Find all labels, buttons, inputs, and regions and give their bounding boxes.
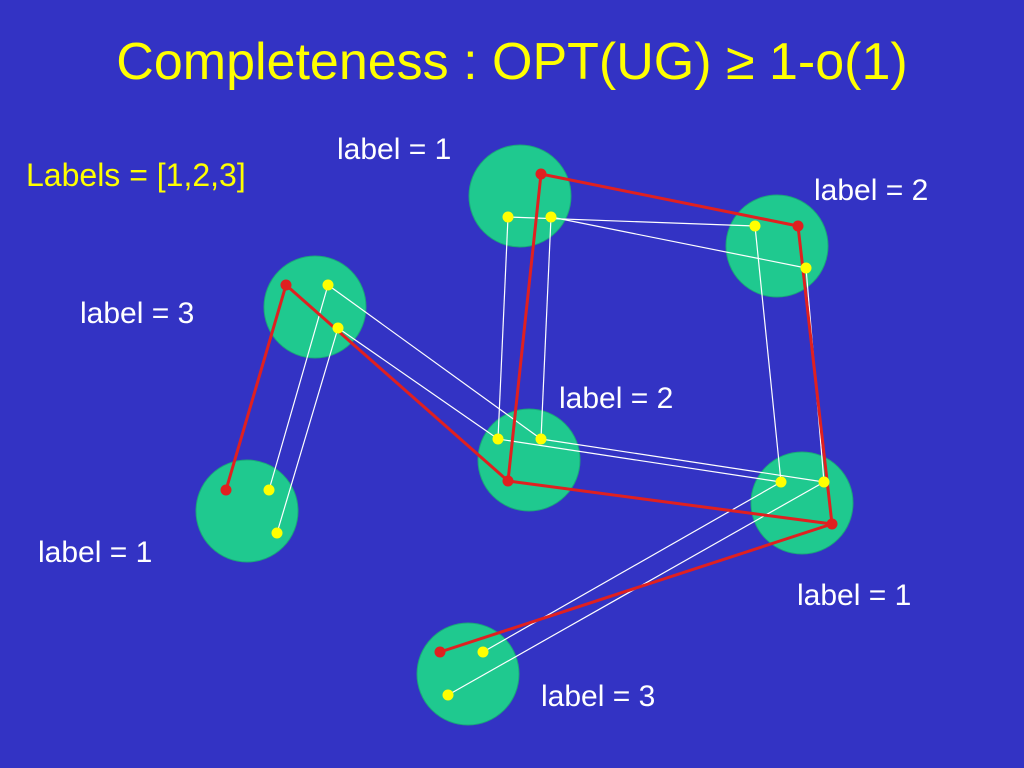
label-point [332, 322, 344, 334]
vertex-label-left: label = 3 [80, 297, 195, 330]
label-point [477, 646, 489, 658]
constraint-edge [276, 327, 339, 534]
assignment-edge [539, 172, 800, 228]
constraint-edge [337, 327, 499, 440]
slide-title: Completeness : OPT(UG) ≥ 1-o(1) [116, 33, 908, 91]
vertex-label-bottom: label = 3 [541, 680, 656, 713]
label-point [271, 527, 283, 539]
selected-point [220, 484, 232, 496]
label-point [535, 433, 547, 445]
label-points [220, 168, 838, 701]
vertex-circle-bottom-left [195, 459, 299, 563]
vertex-label-top-center: label = 1 [337, 133, 452, 166]
vertex-label-bottom-left: label = 1 [38, 536, 153, 569]
vertex-circle-bottom [416, 622, 520, 726]
constraint-edge [497, 438, 782, 483]
vertex-circle-center [477, 408, 581, 512]
constraint-edge [540, 438, 825, 483]
selected-point [535, 168, 547, 180]
assignment-edge [506, 172, 543, 483]
vertex-label-right: label = 1 [797, 579, 912, 612]
constraint-edge [754, 225, 782, 483]
label-point [442, 689, 454, 701]
label-point [775, 476, 787, 488]
label-point [263, 484, 275, 496]
label-point [545, 211, 557, 223]
constraint-edge [497, 216, 509, 440]
selected-point [434, 646, 446, 658]
vertex-circle-top-right [725, 194, 829, 298]
label-point [492, 433, 504, 445]
labels-set-text: Labels = [1,2,3] [26, 157, 246, 193]
assignment-edges [224, 172, 834, 654]
vertex-circle-right [750, 451, 854, 555]
constraint-edge [540, 216, 552, 440]
label-point [800, 262, 812, 274]
assignment-edge [438, 522, 834, 654]
vertex-circles [195, 144, 854, 726]
vertex-circle-top-center [468, 144, 572, 248]
assignment-edge [284, 283, 510, 483]
assignment-edge [506, 479, 834, 526]
vertex-label-center: label = 2 [559, 382, 674, 415]
constraint-edge [550, 216, 807, 269]
selected-point [502, 475, 514, 487]
selected-point [826, 518, 838, 530]
label-point [749, 220, 761, 232]
label-point [322, 279, 334, 291]
constraint-edge [327, 284, 542, 440]
selected-point [792, 220, 804, 232]
selected-point [280, 279, 292, 291]
assignment-edge [796, 224, 834, 526]
assignment-edge [224, 283, 288, 492]
label-point [818, 476, 830, 488]
label-point [502, 211, 514, 223]
constraint-edge [268, 284, 329, 491]
vertex-label-top-right: label = 2 [814, 174, 929, 207]
